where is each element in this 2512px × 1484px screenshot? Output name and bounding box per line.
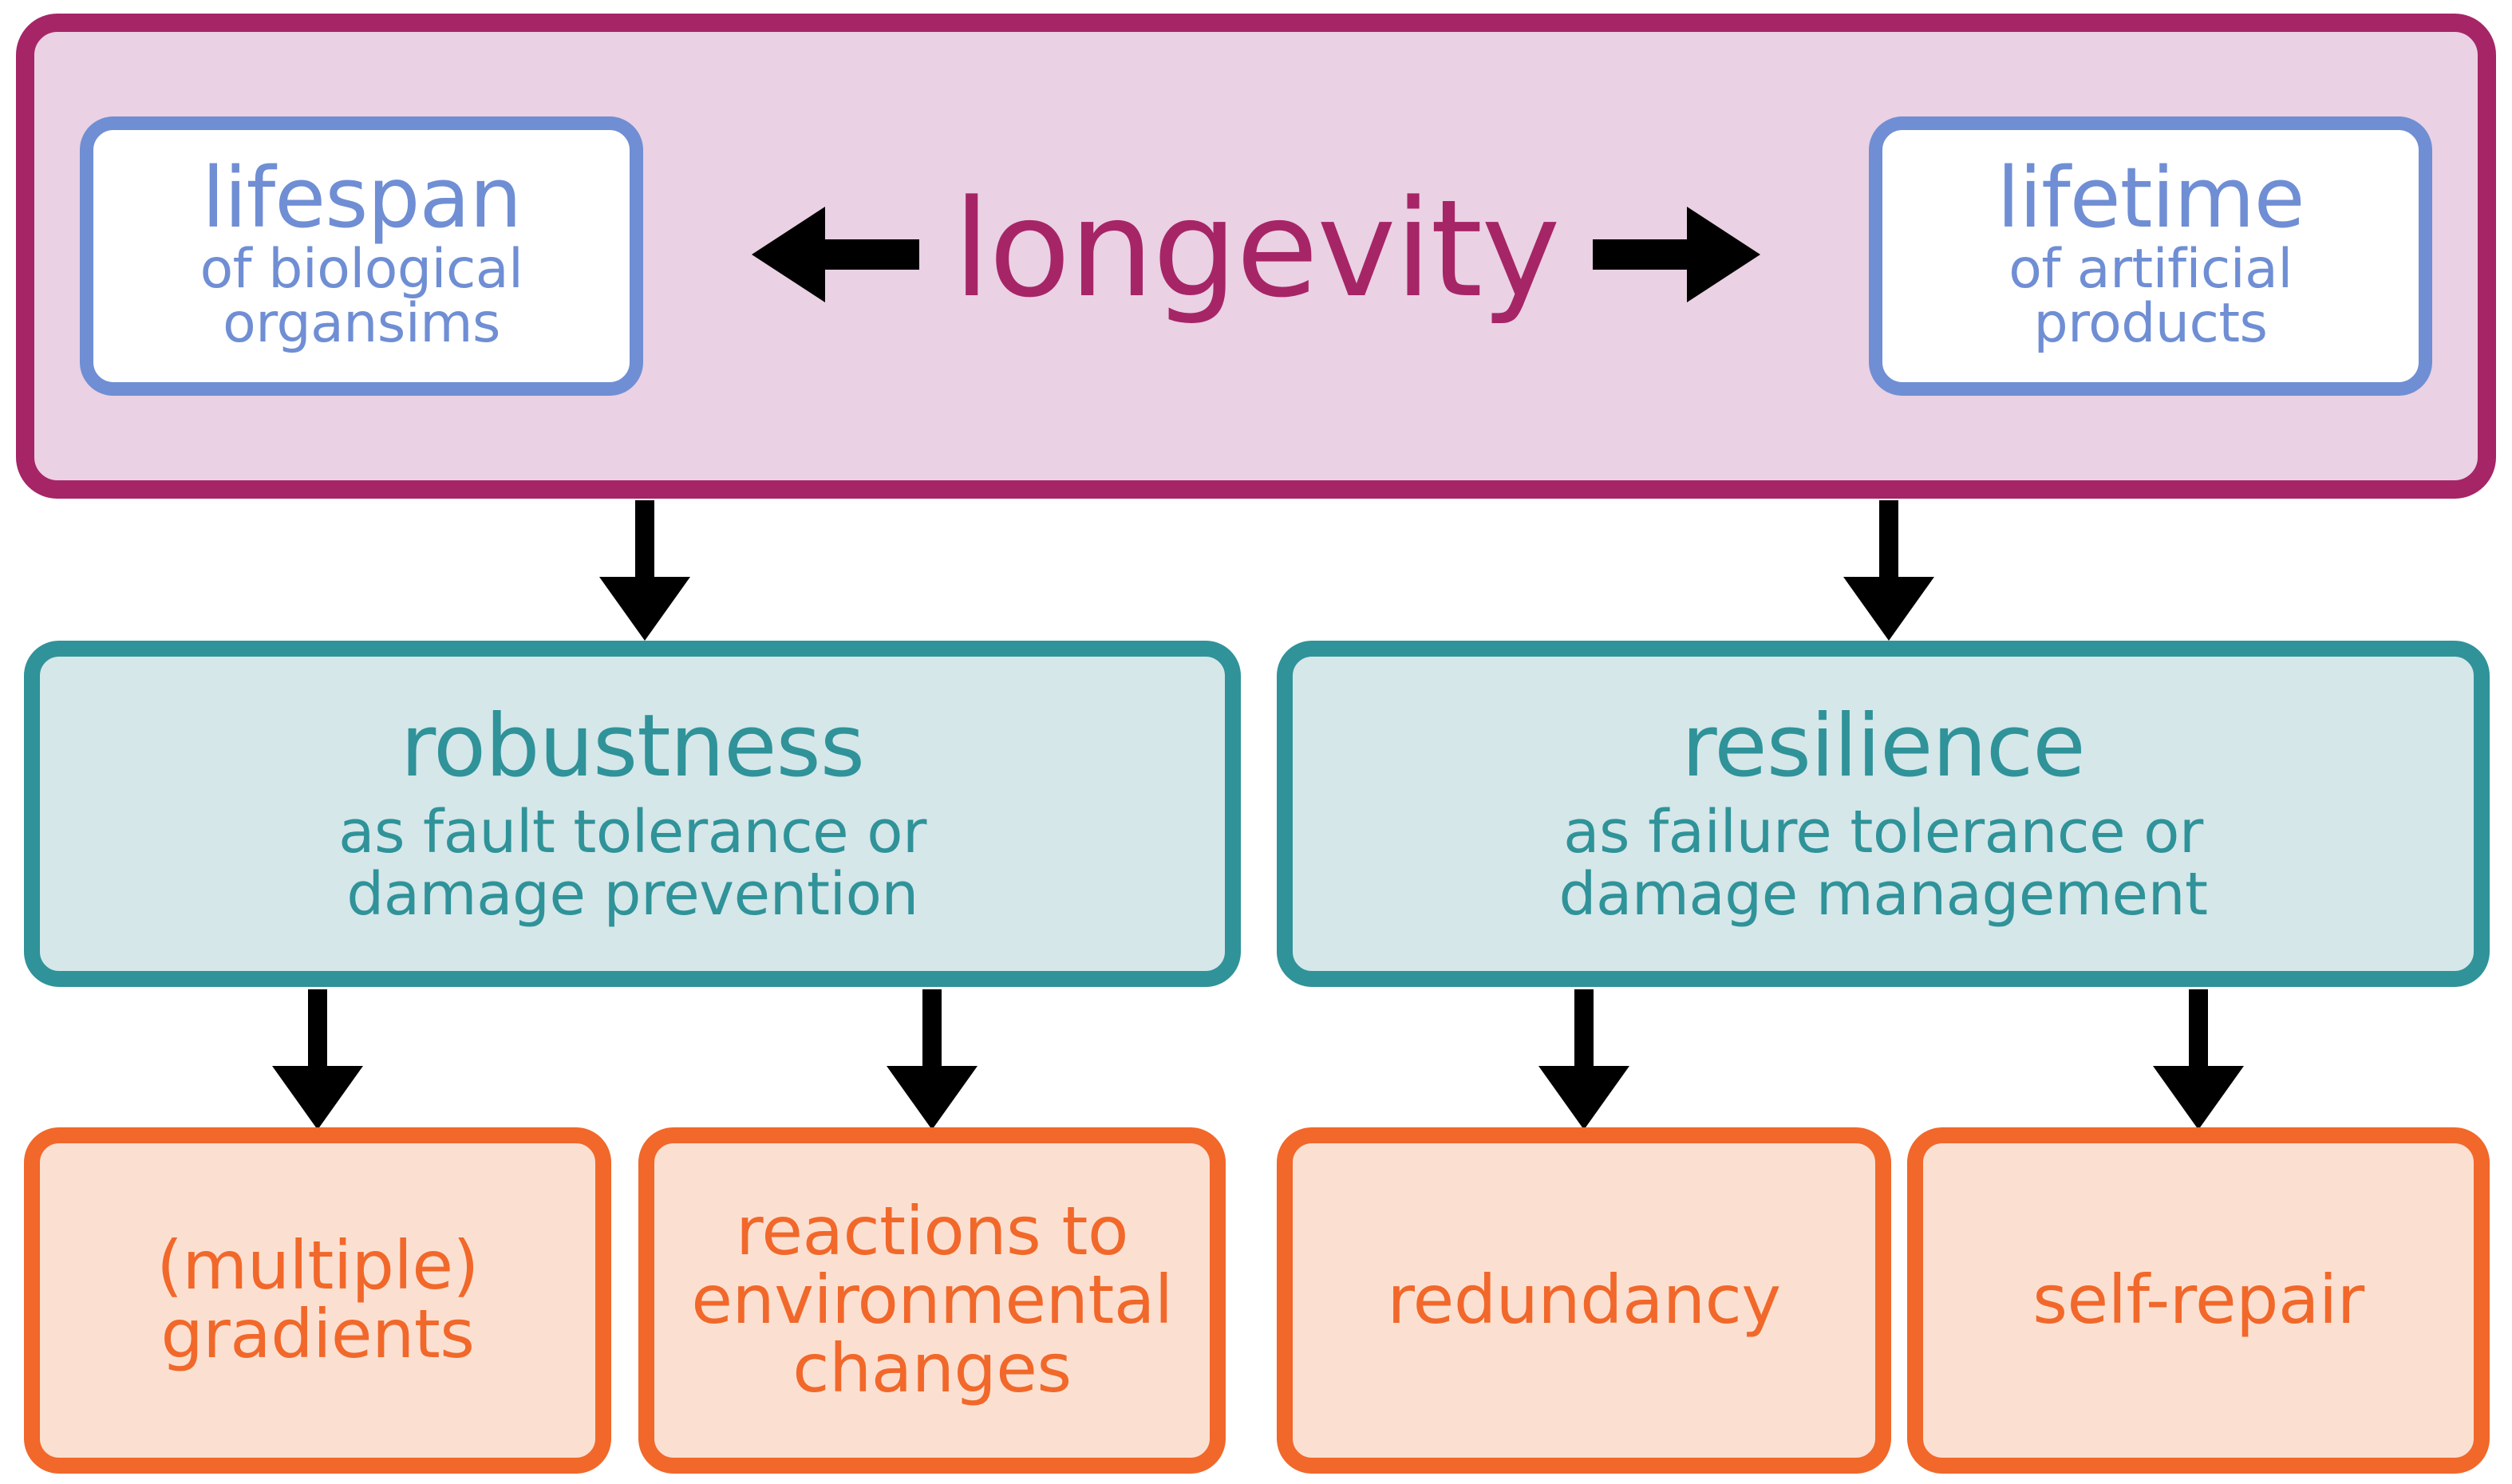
resilience-subtitle-line1: as failure tolerance or <box>1563 798 2203 866</box>
lifespan-title: lifespan <box>201 149 522 247</box>
robustness-subtitle-line2: damage prevention <box>346 860 918 929</box>
lifetime-box[interactable]: lifetime of artificial products <box>1869 116 2432 396</box>
gradients-line1: (multiple) <box>156 1226 479 1305</box>
lifespan-subtitle-line1: of biological <box>199 238 523 301</box>
lifetime-subtitle-line1: of artificial <box>2008 238 2293 301</box>
lifetime-title: lifetime <box>1997 149 2305 247</box>
arrow-left-icon <box>752 203 920 310</box>
resilience-subtitle-line2: damage management <box>1558 860 2208 929</box>
lifespan-box[interactable]: lifespan of biological organsims <box>80 116 643 396</box>
robustness-box[interactable]: robustness as fault tolerance or damage … <box>24 641 1241 987</box>
resilience-title: resilience <box>1681 697 2085 796</box>
arrow-down-icon-robustness-to-gradients <box>272 989 363 1133</box>
arrow-right-icon <box>1592 203 1760 310</box>
resilience-box[interactable]: resilience as failure tolerance or damag… <box>1277 641 2490 987</box>
environmental-changes-line1: reactions to <box>736 1192 1128 1271</box>
arrow-down-icon-longevity-to-robustness <box>599 500 690 644</box>
resilience-subtitle: as failure tolerance or damage managemen… <box>1559 799 2208 924</box>
lifespan-subtitle-line2: organsims <box>223 292 500 355</box>
gradients-line2: gradients <box>160 1295 475 1373</box>
redundancy-box[interactable]: redundancy <box>1277 1127 1891 1474</box>
environmental-changes-line3: changes <box>792 1328 1072 1407</box>
environmental-changes-box[interactable]: reactions to environmental changes <box>638 1127 1226 1474</box>
robustness-subtitle-line1: as fault tolerance or <box>338 798 926 866</box>
robustness-title: robustness <box>400 697 865 796</box>
lifetime-subtitle-line2: products <box>2033 292 2268 355</box>
longevity-row: lifespan of biological organsims longevi… <box>34 32 2478 480</box>
longevity-panel: lifespan of biological organsims longevi… <box>16 14 2496 499</box>
environmental-changes-line2: environmental <box>691 1261 1173 1340</box>
redundancy-line1: redundancy <box>1387 1261 1781 1340</box>
longevity-label: longevity <box>953 171 1560 327</box>
gradients-box[interactable]: (multiple) gradients <box>24 1127 611 1474</box>
arrow-down-icon-resilience-to-self-repair <box>2153 989 2244 1133</box>
arrow-down-icon-longevity-to-resilience <box>1843 500 1934 644</box>
robustness-subtitle: as fault tolerance or damage prevention <box>338 799 926 924</box>
longevity-center-group: longevity <box>651 182 1861 330</box>
arrow-down-icon-robustness-to-reactions <box>887 989 978 1133</box>
self-repair-box[interactable]: self-repair <box>1907 1127 2490 1474</box>
arrow-down-icon-resilience-to-redundancy <box>1538 989 1629 1133</box>
self-repair-line1: self-repair <box>2032 1261 2364 1340</box>
